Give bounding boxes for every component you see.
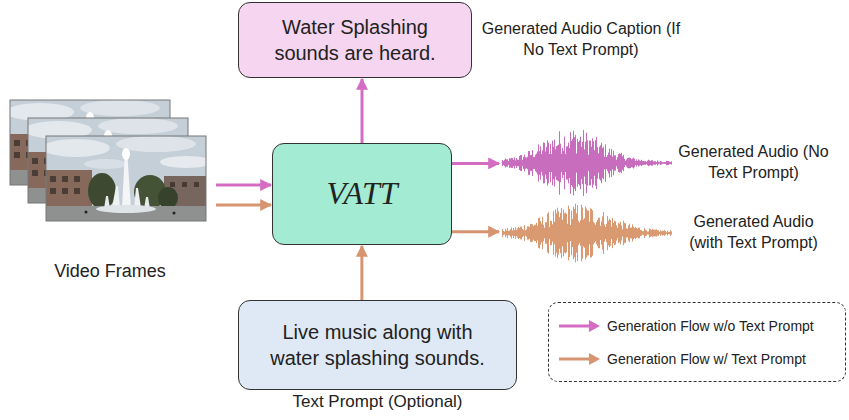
waveform-path [503,204,672,263]
waveform [503,204,672,263]
node-text: Live music along with water splashing so… [261,319,494,371]
legend-text: Generation Flow w/o Text Prompt [607,318,814,334]
flow-arrow [216,204,271,207]
prompt-box: Live music along with water splashing so… [238,300,517,390]
node-text: Generated Audio (with Text Prompt) [676,212,831,254]
flow-arrow [360,246,363,300]
legend-sample [557,352,601,366]
node-heading: Generated Audio Caption (If No Text Prom… [481,19,681,61]
waveform [503,130,672,196]
flow-arrow [452,230,499,233]
legend-sample [557,319,601,333]
legend-row: Generation Flow w/o Text Prompt [557,318,837,334]
legend-box: Generation Flow w/o Text PromptGeneratio… [548,302,846,382]
flow-arrow [452,162,499,165]
waveform-path [503,130,672,196]
video-frames [6,100,212,221]
audio-output: Generated Audio (No Text Prompt) [500,125,820,201]
legend-row: Generation Flow w/ Text Prompt [557,351,837,367]
node-text: VATT [295,173,429,215]
audio-output: Generated Audio (with Text Prompt) [500,200,820,266]
caption-box: Water Splashing sounds are heard.Generat… [238,2,472,78]
node-text: Water Splashing sounds are heard. [261,14,449,66]
flow-arrow [216,183,271,186]
node-heading: Text Prompt (Optional) [292,392,462,412]
flow-arrow [361,79,364,143]
node-text: Video Frames [10,261,210,282]
model-box: VATT [272,143,452,245]
node-text: Generated Audio (No Text Prompt) [676,142,831,184]
legend-text: Generation Flow w/ Text Prompt [607,351,806,367]
video-frames-node: Video Frames [10,100,210,282]
